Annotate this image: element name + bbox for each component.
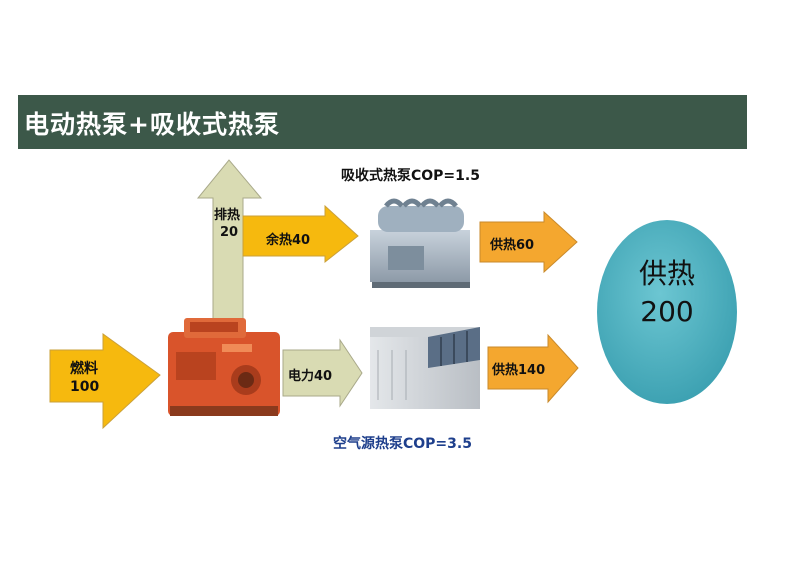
electricity-label: 电力40 [288,369,333,384]
air-source-heat-pump-image [370,327,480,409]
heat-out-bottom-label: 供热140 [492,363,546,378]
heat-out-top-label: 供热60 [490,238,535,253]
heat-out-bottom-arrow [487,333,579,404]
exhaust-label: 排热 20 [214,208,241,240]
total-heat-circle [597,220,737,404]
fuel-label: 燃料 100 [70,361,100,395]
heat-out-top-arrow [479,210,578,274]
title-bar: 电动热泵+吸收式热泵 [18,95,747,149]
total-heat-label: 供热 200 [638,257,695,328]
air-source-heat-pump-caption: 空气源热泵COP=3.5 [333,436,472,452]
page-title: 电动热泵+吸收式热泵 [24,110,280,139]
gas-engine-image [168,318,280,416]
fuel-arrow [49,333,161,430]
waste-heat-arrow [242,204,359,264]
exhaust-arrow [196,159,263,321]
absorption-heat-pump-image [370,198,470,288]
absorption-heat-pump-caption: 吸收式热泵COP=1.5 [341,168,480,184]
electricity-arrow [282,338,363,408]
waste-heat-label: 余热40 [266,233,311,248]
